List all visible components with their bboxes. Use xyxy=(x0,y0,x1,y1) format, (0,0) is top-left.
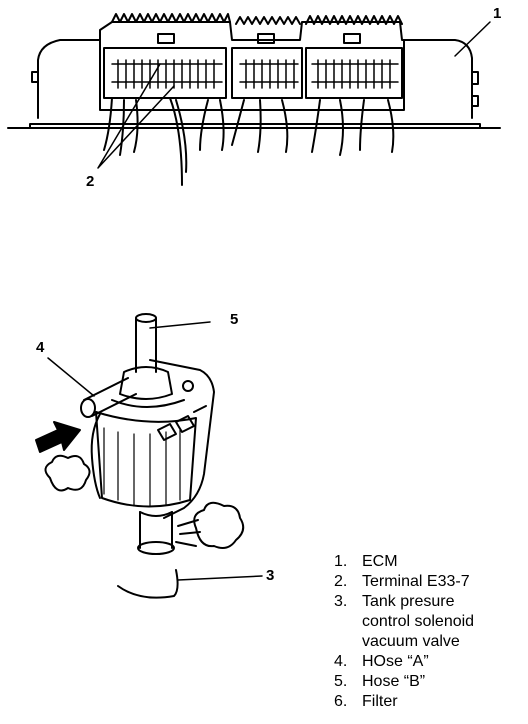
legend-text: Tank presure control solenoid vacuum val… xyxy=(362,593,475,650)
legend-item: 1. ECM xyxy=(334,552,474,572)
legend-text: ECM xyxy=(362,553,398,570)
legend-item: 2. Terminal E33-7 xyxy=(334,572,474,592)
callout-3: 3 xyxy=(266,567,275,584)
solenoid-valve xyxy=(35,313,245,599)
legend-text: Hose “B” xyxy=(362,673,426,690)
ecm-unit xyxy=(7,13,501,186)
callout-2: 2 xyxy=(86,173,95,190)
legend-text: HOse “A” xyxy=(362,653,429,670)
leader-lines xyxy=(47,21,491,581)
callout-5: 5 xyxy=(230,311,239,328)
legend-item: 5. Hose “B” xyxy=(334,672,474,692)
legend-number: 4. xyxy=(334,653,348,670)
legend-number: 2. xyxy=(334,573,348,590)
legend-number: 5. xyxy=(334,673,348,690)
legend-item: 4. HOse “A” xyxy=(334,652,474,672)
legend-number: 6. xyxy=(334,693,348,710)
callout-1: 1 xyxy=(493,5,502,22)
legend-item: 3. Tank presure control solenoid vacuum v… xyxy=(334,592,474,652)
legend-number: 1. xyxy=(334,553,348,570)
legend-text: Filter xyxy=(362,693,398,710)
legend-number: 3. xyxy=(334,593,348,610)
legend-text: Terminal E33-7 xyxy=(362,573,470,590)
parts-legend: 1. ECM 2. Terminal E33-7 3. Tank presure co… xyxy=(334,552,474,712)
callout-4: 4 xyxy=(36,339,45,356)
legend-item: 6. Filter xyxy=(334,692,474,712)
